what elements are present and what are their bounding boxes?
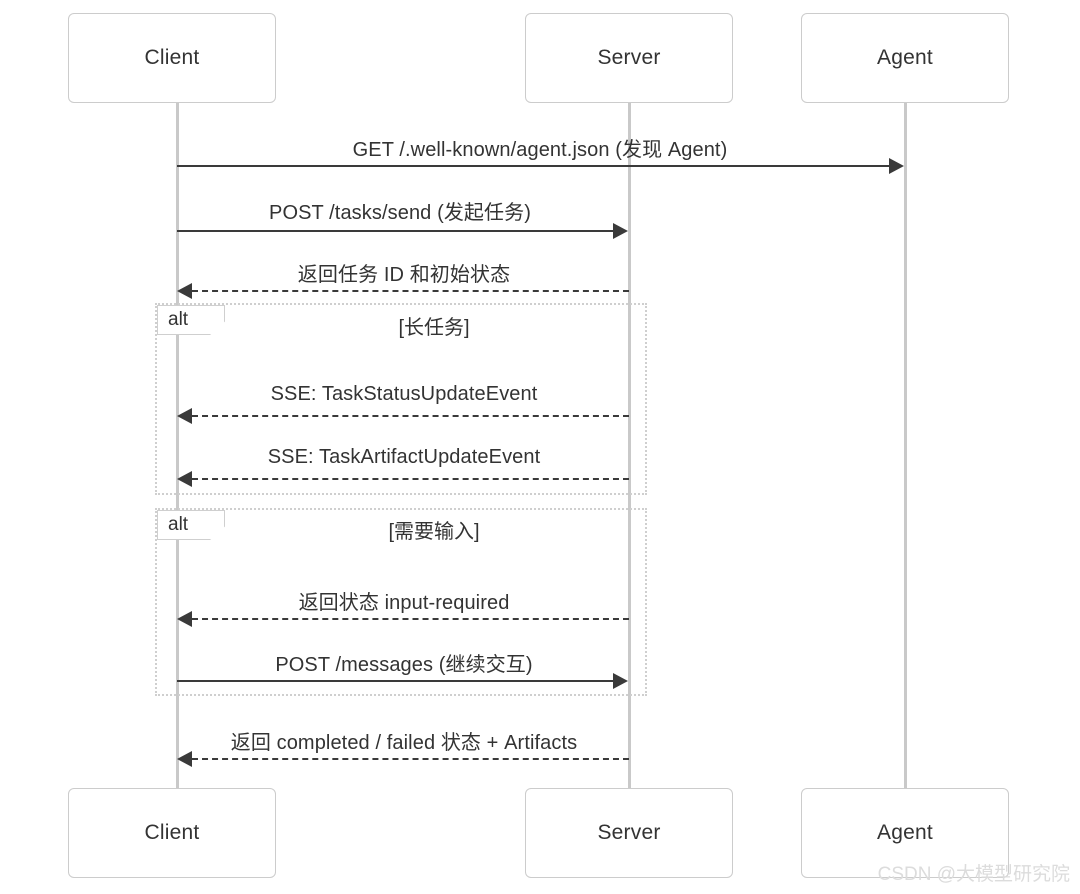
arrowhead-left-icon <box>177 751 192 767</box>
alt-fragment-input-required <box>155 508 647 696</box>
message-label-tasks-send: POST /tasks/send (发起任务) <box>269 202 531 224</box>
lifeline-server <box>628 103 631 789</box>
actor-label-client-top: Client <box>144 46 200 69</box>
alt-condition-long-task: [长任务] <box>398 317 470 339</box>
actor-box-client-bottom[interactable]: Client <box>68 788 276 878</box>
arrowhead-right-icon <box>613 673 628 689</box>
alt-operator-label-2: alt <box>168 514 189 535</box>
actor-box-agent-bottom[interactable]: Agent <box>801 788 1009 878</box>
message-arrow-task-id-status <box>192 290 629 292</box>
message-label-discover-agent: GET /.well-known/agent.json (发现 Agent) <box>352 139 728 161</box>
actor-box-server-bottom[interactable]: Server <box>525 788 733 878</box>
arrowhead-right-icon <box>889 158 904 174</box>
message-arrow-discover-agent <box>177 165 889 167</box>
alt-fragment-long-task <box>155 303 647 495</box>
actor-box-server-top[interactable]: Server <box>525 13 733 103</box>
arrowhead-left-icon <box>177 471 192 487</box>
message-arrow-input-required <box>192 618 629 620</box>
actor-label-agent-bottom: Agent <box>877 821 933 844</box>
message-label-task-id-status: 返回任务 ID 和初始状态 <box>297 264 511 286</box>
message-arrow-tasks-send <box>177 230 613 232</box>
alt-operator-tag-2: alt <box>157 510 225 540</box>
actor-label-server-top: Server <box>597 46 661 69</box>
message-arrow-artifact-update-event <box>192 478 629 480</box>
message-label-input-required: 返回状态 input-required <box>298 592 510 614</box>
lifeline-client <box>176 103 179 789</box>
actor-box-client-top[interactable]: Client <box>68 13 276 103</box>
actor-label-client-bottom: Client <box>144 821 200 844</box>
message-label-status-update-event: SSE: TaskStatusUpdateEvent <box>270 383 538 405</box>
alt-condition-input-required: [需要输入] <box>388 521 480 543</box>
arrowhead-right-icon <box>613 223 628 239</box>
lifeline-agent <box>904 103 907 789</box>
actor-label-server-bottom: Server <box>597 821 661 844</box>
arrowhead-left-icon <box>177 611 192 627</box>
alt-operator-label-1: alt <box>168 309 189 330</box>
alt-operator-tag-1: alt <box>157 305 225 335</box>
watermark: CSDN @大模型研究院 <box>877 864 1070 885</box>
arrowhead-left-icon <box>177 408 192 424</box>
message-label-completed-failed: 返回 completed / failed 状态 + Artifacts <box>230 732 578 754</box>
message-arrow-status-update-event <box>192 415 629 417</box>
message-label-post-messages: POST /messages (继续交互) <box>275 654 533 676</box>
message-arrow-post-messages <box>177 680 613 682</box>
actor-box-agent-top[interactable]: Agent <box>801 13 1009 103</box>
message-arrow-completed-failed <box>192 758 629 760</box>
message-label-artifact-update-event: SSE: TaskArtifactUpdateEvent <box>267 446 541 468</box>
arrowhead-left-icon <box>177 283 192 299</box>
actor-label-agent-top: Agent <box>877 46 933 69</box>
